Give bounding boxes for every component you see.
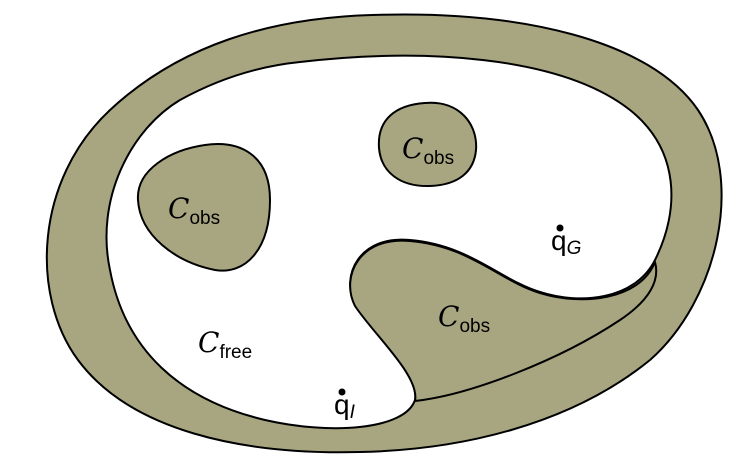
label-goal: qG [551, 225, 581, 259]
label-obs-top: Cobs [402, 132, 454, 169]
label-obs-left: Cobs [168, 192, 220, 229]
label-free: Cfree [198, 326, 252, 363]
obstacle-blob-left [136, 143, 271, 272]
initial-point-dot [338, 388, 346, 396]
goal-point-dot [556, 224, 564, 232]
obstacle-blob-top [377, 101, 478, 188]
label-obs-bottom: Cobs [438, 300, 490, 337]
label-initial: qI [334, 389, 356, 423]
obstacle-lobe-bottom [349, 239, 658, 402]
